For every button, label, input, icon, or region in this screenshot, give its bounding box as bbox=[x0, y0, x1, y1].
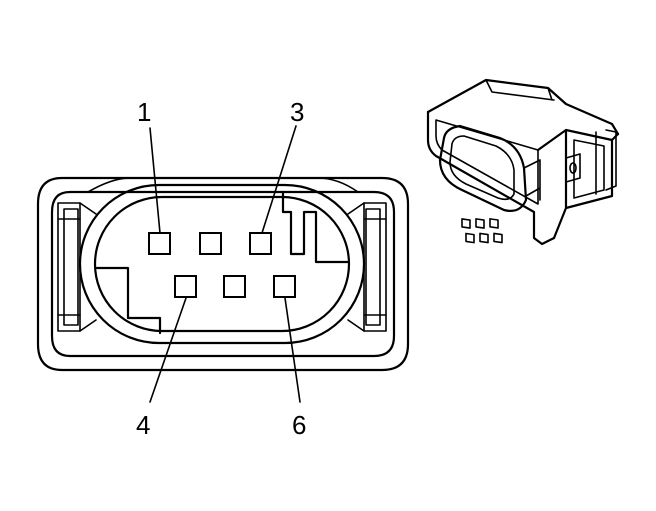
leader-line-1 bbox=[149, 127, 161, 234]
iso-front-inner-frame bbox=[435, 119, 539, 205]
pin-cavity-2 bbox=[199, 232, 222, 255]
leader-line-3 bbox=[261, 125, 297, 234]
connector-isometric-view bbox=[426, 78, 620, 246]
keying-feature-left bbox=[95, 266, 162, 335]
iso-latch-window bbox=[565, 153, 581, 183]
callout-pin-4: 4 bbox=[136, 410, 150, 440]
pin-cavity-3 bbox=[249, 232, 272, 255]
pin-cavity-6 bbox=[273, 275, 296, 298]
housing-outline bbox=[36, 176, 410, 372]
iso-latch-hole bbox=[569, 162, 577, 174]
connector-face-view: 1 3 4 6 bbox=[36, 97, 410, 440]
callout-pin-1: 1 bbox=[137, 97, 151, 127]
iso-side-panel bbox=[573, 129, 617, 199]
leader-line-6 bbox=[284, 297, 301, 403]
housing-top-step bbox=[87, 177, 359, 193]
oval-face-outer bbox=[78, 183, 366, 345]
iso-pin-cavities bbox=[461, 218, 503, 244]
pin-cavity-4 bbox=[174, 275, 197, 298]
right-latch bbox=[347, 202, 387, 332]
housing-inner-outline bbox=[50, 190, 396, 358]
iso-side-body bbox=[536, 128, 620, 240]
leader-line-4 bbox=[149, 297, 187, 403]
pin-cavities bbox=[148, 232, 296, 298]
pin-cavity-5 bbox=[223, 275, 246, 298]
iso-front-frame bbox=[426, 110, 556, 246]
left-latch bbox=[57, 202, 97, 332]
pin-cavity-1 bbox=[148, 232, 171, 255]
iso-side-ribs bbox=[523, 159, 541, 201]
iso-top-back bbox=[485, 79, 555, 101]
oval-face-inner bbox=[93, 195, 351, 333]
iso-top-surface bbox=[426, 78, 620, 136]
callout-pin-3: 3 bbox=[290, 97, 304, 127]
callout-pin-6: 6 bbox=[292, 410, 306, 440]
iso-mating-face-inner bbox=[449, 135, 515, 201]
keying-feature-right bbox=[281, 190, 351, 264]
iso-mating-face bbox=[438, 124, 528, 212]
leader-lines bbox=[149, 125, 301, 403]
